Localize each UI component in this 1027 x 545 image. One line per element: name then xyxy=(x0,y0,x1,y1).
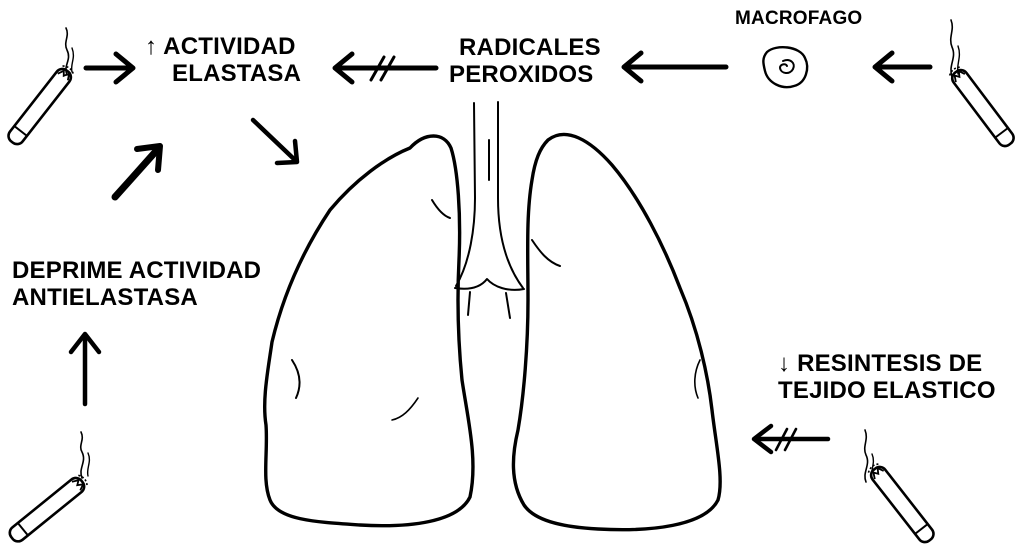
antielastase-label: DEPRIME ACTIVIDAD ANTIELASTASA xyxy=(12,258,261,312)
arrow-icon-to-elastase xyxy=(86,54,133,82)
elastic-tissue-resynthesis-label: ↓ RESINTESIS DE TEJIDO ELASTICO xyxy=(778,351,996,405)
resynthesis-label-line2: TEJIDO ELASTICO xyxy=(778,378,996,405)
cigarette-icon-bottom-left xyxy=(7,432,90,544)
arrow-icon-to-macrophage xyxy=(875,53,930,81)
arrow-icon-macrophage-to-radicals xyxy=(624,53,726,81)
arrow-icon-antielastase-to-elastase xyxy=(115,146,160,197)
radicals-label-line1: RADICALES xyxy=(449,35,601,62)
lungs-icon xyxy=(265,102,720,530)
radicals-label-line2: PEROXIDOS xyxy=(449,62,601,89)
macrophage-label: MACROFAGO xyxy=(735,8,862,29)
cigarette-icon-bottom-right xyxy=(865,430,937,545)
cigarette-icon-top-right xyxy=(947,20,1016,149)
macrophage-cell-icon xyxy=(763,47,807,87)
arrow-icon-elastase-to-lungs xyxy=(253,120,297,163)
elastase-label-line2: ELASTASA xyxy=(145,61,301,88)
arrow-icon-to-antielastase xyxy=(71,334,99,404)
peroxide-radicals-label: RADICALES PEROXIDOS xyxy=(449,35,601,89)
cigarette-icon-top-left xyxy=(6,28,76,147)
antielastase-label-line2: ANTIELASTASA xyxy=(12,285,261,312)
antielastase-label-line1: DEPRIME ACTIVIDAD xyxy=(12,258,261,285)
elastase-label-line1: ↑ ACTIVIDAD xyxy=(145,34,301,61)
elastase-activity-label: ↑ ACTIVIDAD ELASTASA xyxy=(145,34,301,88)
resynthesis-label-line1: ↓ RESINTESIS DE xyxy=(778,351,996,378)
blocked-arrow-icon-to-lungs xyxy=(754,426,828,452)
blocked-arrow-icon-radicals-to-elastase xyxy=(335,54,436,82)
